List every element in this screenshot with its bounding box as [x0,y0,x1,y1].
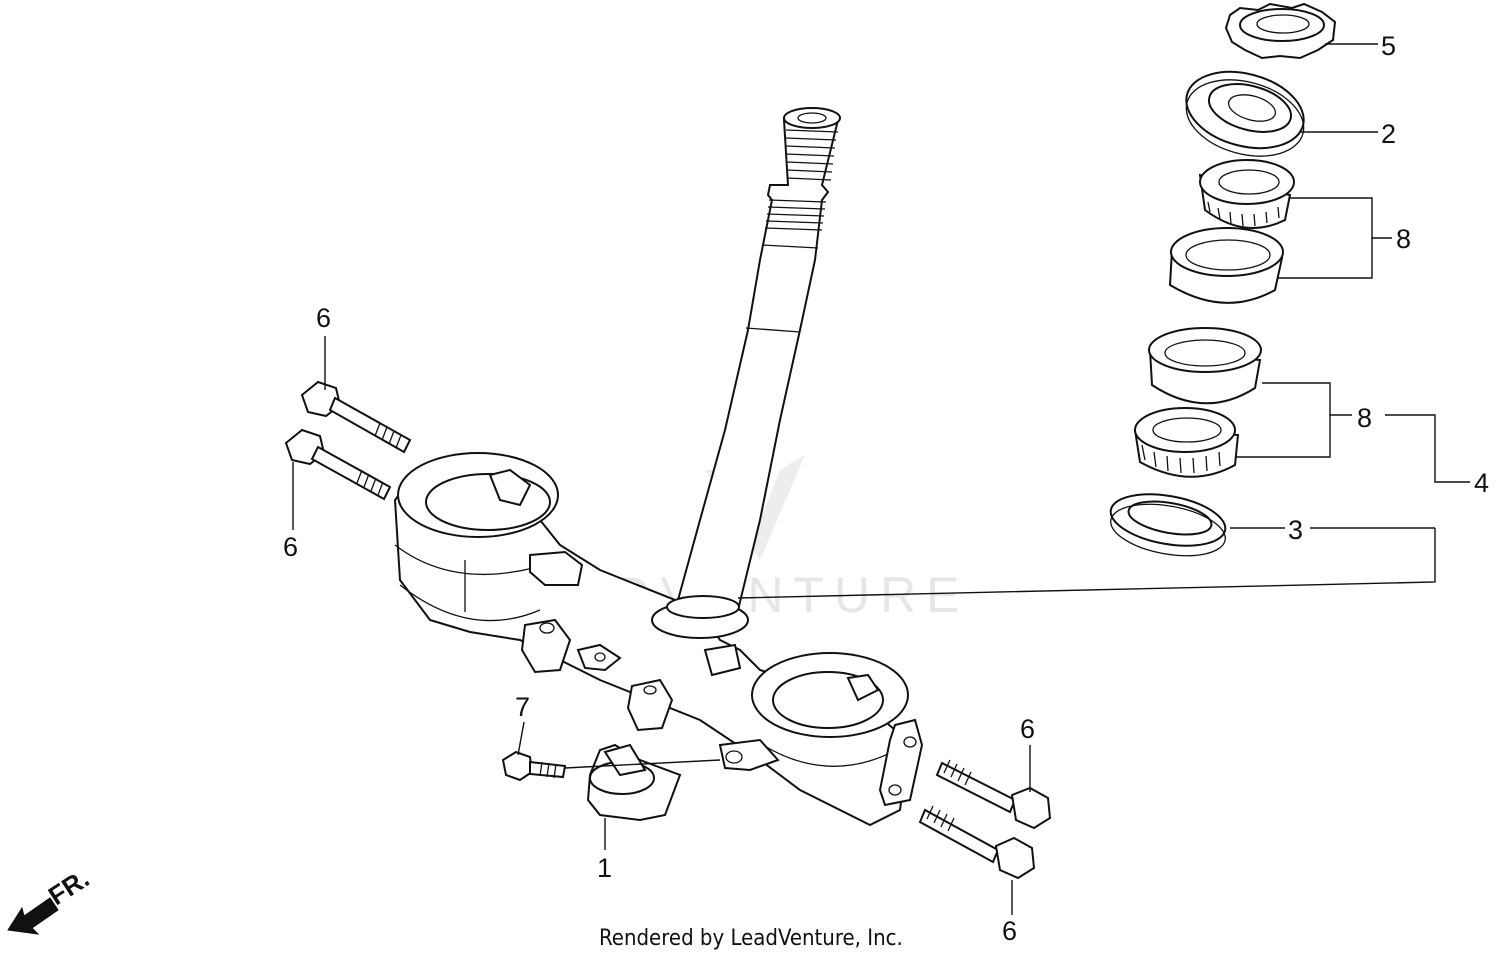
callout-3: 3 [1288,515,1303,545]
upper-bearing[interactable] [1198,159,1295,229]
front-direction-indicator: FR. [7,863,94,935]
flange-bolt-lower-left[interactable] [284,428,392,501]
callouts: 5 2 8 8 4 3 6 6 6 6 7 1 [283,31,1489,946]
callout-5: 5 [1381,31,1396,61]
callout-8-upper: 8 [1396,224,1411,254]
callout-8-lower: 8 [1357,403,1372,433]
callout-7: 7 [515,692,530,722]
dust-seal[interactable] [1107,486,1230,563]
callout-2: 2 [1381,119,1396,149]
flange-bolt-upper-left[interactable] [300,380,412,454]
cable-clamp[interactable] [586,743,682,822]
callout-4: 4 [1474,468,1489,498]
callout-6-lower-left: 6 [283,532,298,562]
callout-6-lower-right: 6 [1002,916,1017,946]
lower-bearing[interactable] [1133,407,1240,478]
dust-seal-washer[interactable] [1178,60,1313,169]
flange-bolt-upper-right[interactable] [935,759,1052,830]
credit-text: Rendered by LeadVenture, Inc. [599,926,903,951]
arrow-left-down-icon [7,897,59,935]
callout-6-upper-left: 6 [316,303,331,333]
flange-bolt-small[interactable] [501,750,567,782]
upper-bearing-race[interactable] [1168,227,1284,304]
lower-bearing-race[interactable] [1148,327,1262,405]
leader-lines [292,43,1470,915]
callout-1: 1 [597,853,612,883]
lock-nut[interactable] [1224,2,1337,60]
callout-6-upper-right: 6 [1020,714,1035,744]
flange-bolt-lower-right[interactable] [918,805,1036,880]
lower-triple-clamp[interactable] [393,452,924,827]
